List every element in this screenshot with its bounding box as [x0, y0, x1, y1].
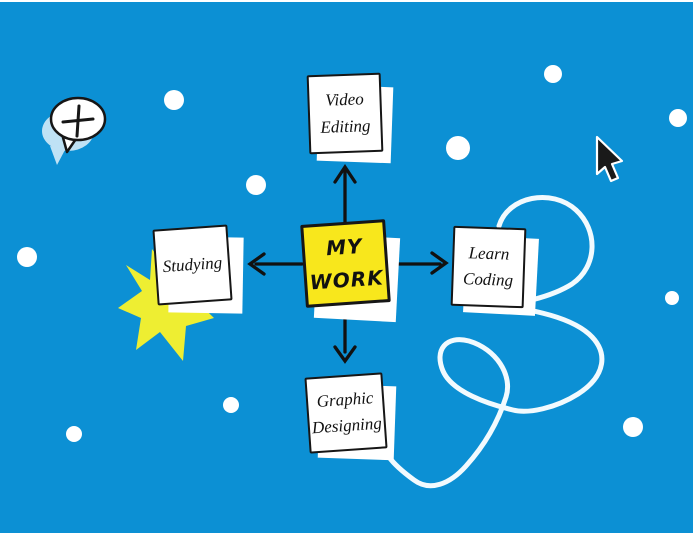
- note-learn-coding[interactable]: Learn Coding: [450, 225, 527, 309]
- speech-bubble[interactable]: [42, 96, 107, 165]
- note-line: Studying: [162, 252, 223, 276]
- note-line: Editing: [320, 115, 371, 137]
- note-line: WORK: [308, 265, 385, 295]
- canvas-bottom-edge: [0, 533, 693, 535]
- note-line: Coding: [462, 269, 514, 290]
- note-line: Designing: [311, 413, 383, 438]
- note-video-editing[interactable]: Video Editing: [306, 72, 384, 155]
- note-line: MY: [325, 233, 364, 261]
- dot: [66, 426, 82, 442]
- dot: [544, 65, 562, 83]
- canvas-top-edge: [0, 0, 693, 2]
- note-my-work[interactable]: MY WORK: [300, 219, 391, 308]
- dot: [669, 109, 687, 127]
- dot: [223, 397, 239, 413]
- note-graphic-designing[interactable]: Graphic Designing: [304, 372, 388, 454]
- squiggle-line[interactable]: [386, 195, 605, 489]
- dot: [164, 90, 184, 110]
- star-burst[interactable]: [118, 249, 214, 361]
- note-studying[interactable]: Studying: [152, 224, 233, 306]
- note-line: Graphic: [316, 387, 374, 411]
- speech-bubble-shadow-tail: [50, 146, 66, 165]
- dot: [665, 291, 679, 305]
- plus-icon: [61, 104, 95, 138]
- note-line: Video: [324, 89, 365, 110]
- dot: [446, 136, 470, 160]
- dot: [623, 417, 643, 437]
- dot: [246, 175, 266, 195]
- dot: [17, 247, 37, 267]
- note-line: Learn: [468, 242, 510, 264]
- dots-layer: [17, 65, 687, 442]
- arrow-left[interactable]: [247, 252, 304, 276]
